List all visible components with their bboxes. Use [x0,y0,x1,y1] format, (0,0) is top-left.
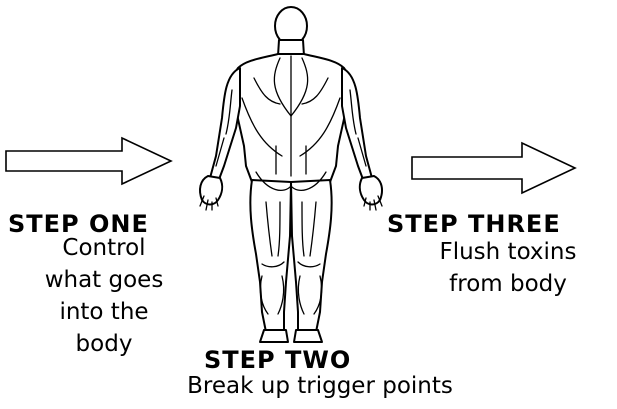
step-two-title: STEP TWO [204,348,351,372]
step-one-line-4: body [14,328,194,360]
step-three-description: Flush toxins from body [408,236,608,300]
step-one-line-1: Control [14,232,194,264]
step-three-line-2: from body [408,268,608,300]
step-two-line-1: Break up trigger points [120,370,520,402]
step-three-title: STEP THREE [387,212,561,236]
step-one-description: Control what goes into the body [14,232,194,360]
anatomy-figure-icon [196,6,386,348]
step-one-line-2: what goes [14,264,194,296]
left-arrow-icon [4,136,174,186]
step-three-line-1: Flush toxins [408,236,608,268]
step-two-description: Break up trigger points [120,370,520,402]
step-one-line-3: into the [14,296,194,328]
right-arrow-icon [410,141,578,195]
